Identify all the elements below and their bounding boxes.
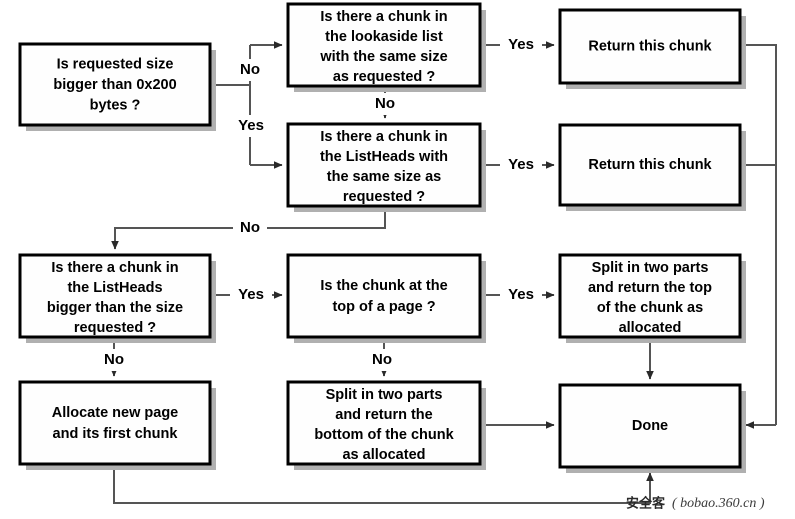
edge-label-text: No [240, 219, 260, 236]
node-text-line: bigger than the size [47, 300, 183, 316]
node-text-line: and return the [335, 407, 432, 423]
node-text-line: Is there a chunk in [320, 129, 447, 145]
node-text-line: Return this chunk [588, 157, 712, 173]
edge-return1-to-rail [740, 44, 777, 425]
node-text-line: as requested ? [333, 69, 435, 85]
edge-label-no-listheads: No [233, 217, 267, 239]
edge-label-text: No [240, 61, 260, 78]
node-text-line: Is there a chunk in [51, 260, 178, 276]
edge-label-text: Yes [508, 156, 534, 173]
node-text-line: with the same size [319, 49, 447, 65]
edge-label-text: Yes [238, 286, 264, 303]
edge-label-no-toppage: No [365, 349, 399, 371]
edge-label-text: Yes [238, 117, 264, 134]
node-split-return-bottom[interactable]: Split in two parts and return the bottom… [286, 380, 486, 470]
node-text-line: the lookaside list [325, 29, 443, 45]
node-text-line: and its first chunk [53, 426, 179, 442]
watermark: 安全客 ( bobao.360.cn ) [626, 496, 765, 512]
edge-label-no-size: No [233, 59, 267, 81]
node-text-line: requested ? [343, 189, 425, 205]
node-return-chunk-listheads[interactable]: Return this chunk [558, 123, 746, 211]
edge-label-yes-bigger: Yes [230, 284, 272, 306]
node-done-terminal[interactable]: Done [558, 383, 746, 473]
node-text-line: requested ? [74, 320, 156, 336]
node-text-line: Is requested size [57, 56, 174, 72]
edge-label-text: No [375, 95, 395, 112]
node-split-return-top[interactable]: Split in two parts and return the top of… [558, 253, 746, 343]
node-text-line: top of a page ? [332, 299, 435, 315]
watermark-latin-text: ( bobao.360.cn ) [672, 496, 765, 511]
node-text-line: Allocate new page [52, 405, 179, 421]
node-text-line: allocated [619, 320, 682, 336]
edge-label-yes-lookaside: Yes [500, 34, 542, 56]
node-text-line: Is there a chunk in [320, 9, 447, 25]
node-text-line: Return this chunk [588, 38, 712, 54]
node-text-line: of the chunk as [597, 300, 703, 316]
edge-label-no-bigger: No [97, 349, 131, 371]
node-listheads-bigger-size-decision[interactable]: Is there a chunk in the ListHeads bigger… [18, 253, 216, 343]
node-text-line: as allocated [342, 447, 425, 463]
edge-label-text: No [372, 351, 392, 368]
edge-label-text: Yes [508, 286, 534, 303]
node-allocate-new-page[interactable]: Allocate new page and its first chunk [18, 380, 216, 470]
edge-label-no-lookaside: No [368, 93, 402, 115]
node-group: Is requested size bigger than 0x200 byte… [18, 2, 746, 473]
node-text-line: the ListHeads [67, 280, 162, 296]
node-requested-size-decision[interactable]: Is requested size bigger than 0x200 byte… [18, 42, 216, 131]
node-lookaside-same-size-decision[interactable]: Is there a chunk in the lookaside list w… [286, 2, 486, 92]
edge-label-yes-listheads: Yes [500, 154, 542, 176]
node-text-line: the same size as [327, 169, 441, 185]
edge-label-group: No Yes Yes No Yes No [97, 34, 542, 371]
edge-label-text: No [104, 351, 124, 368]
node-text-line: bigger than 0x200 [53, 77, 176, 93]
edge-label-yes-toppage: Yes [500, 284, 542, 306]
node-chunk-top-of-page-decision[interactable]: Is the chunk at the top of a page ? [286, 253, 486, 343]
node-text-line: bytes ? [90, 97, 141, 113]
watermark-cjk-text: 安全客 [626, 496, 666, 512]
edge-allocate-to-done [113, 464, 654, 504]
edge-label-yes-size: Yes [230, 115, 272, 137]
edge-label-text: Yes [508, 36, 534, 53]
node-text-line: Done [632, 418, 668, 434]
node-listheads-same-size-decision[interactable]: Is there a chunk in the ListHeads with t… [286, 122, 486, 212]
node-text-line: the ListHeads with [320, 149, 448, 165]
node-return-chunk-lookaside[interactable]: Return this chunk [558, 8, 746, 89]
node-text-line: Split in two parts [326, 387, 443, 403]
node-text-line: and return the top [588, 280, 712, 296]
node-text-line: bottom of the chunk [314, 427, 454, 443]
node-text-line: Split in two parts [592, 260, 709, 276]
node-text-line: Is the chunk at the [320, 278, 447, 294]
